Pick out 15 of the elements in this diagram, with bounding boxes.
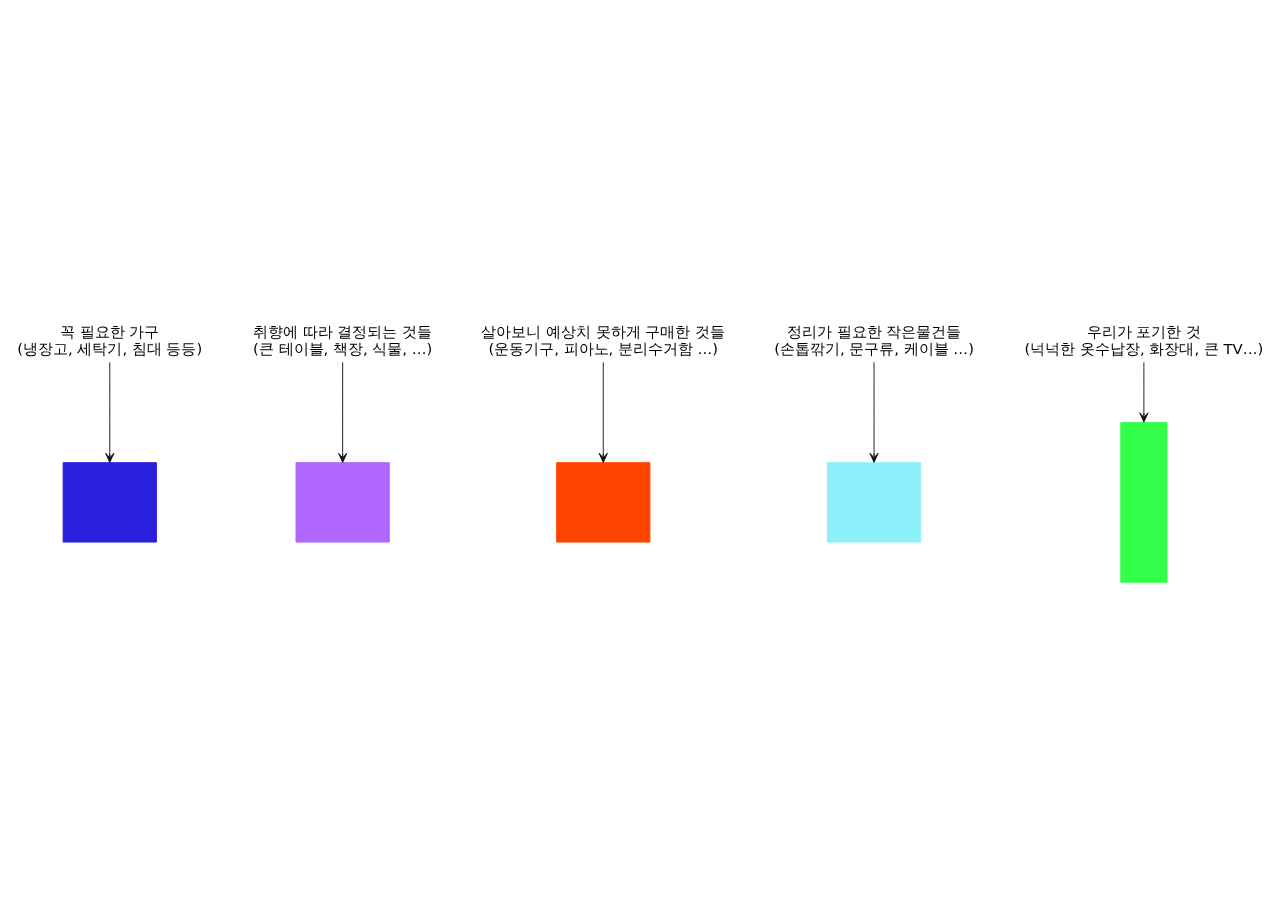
node-text: 살아보니 예상치 못하게 구매한 것들 (운동기구, 피아노, 분리수거함 …) xyxy=(481,323,726,357)
node-text: 정리가 필요한 작은물건들 (손톱깎기, 문구류, 케이블 …) xyxy=(774,323,974,357)
node-box xyxy=(556,462,651,543)
arrow xyxy=(338,361,348,463)
arrow xyxy=(105,361,115,463)
node-box xyxy=(826,462,922,543)
node-bar xyxy=(1120,421,1168,583)
node-box xyxy=(62,462,157,543)
node-box xyxy=(295,462,390,543)
arrow xyxy=(1139,361,1149,423)
arrow xyxy=(598,361,608,463)
node-text: 우리가 포기한 것 (넉넉한 옷수납장, 화장대, 큰 TV…) xyxy=(1024,323,1264,357)
node-text: 취향에 따라 결정되는 것들 (큰 테이블, 책장, 식물, …) xyxy=(253,323,433,357)
node-text: 꼭 필요한 가구 (냉장고, 세탁기, 침대 등등) xyxy=(17,323,203,357)
arrow xyxy=(869,361,879,463)
